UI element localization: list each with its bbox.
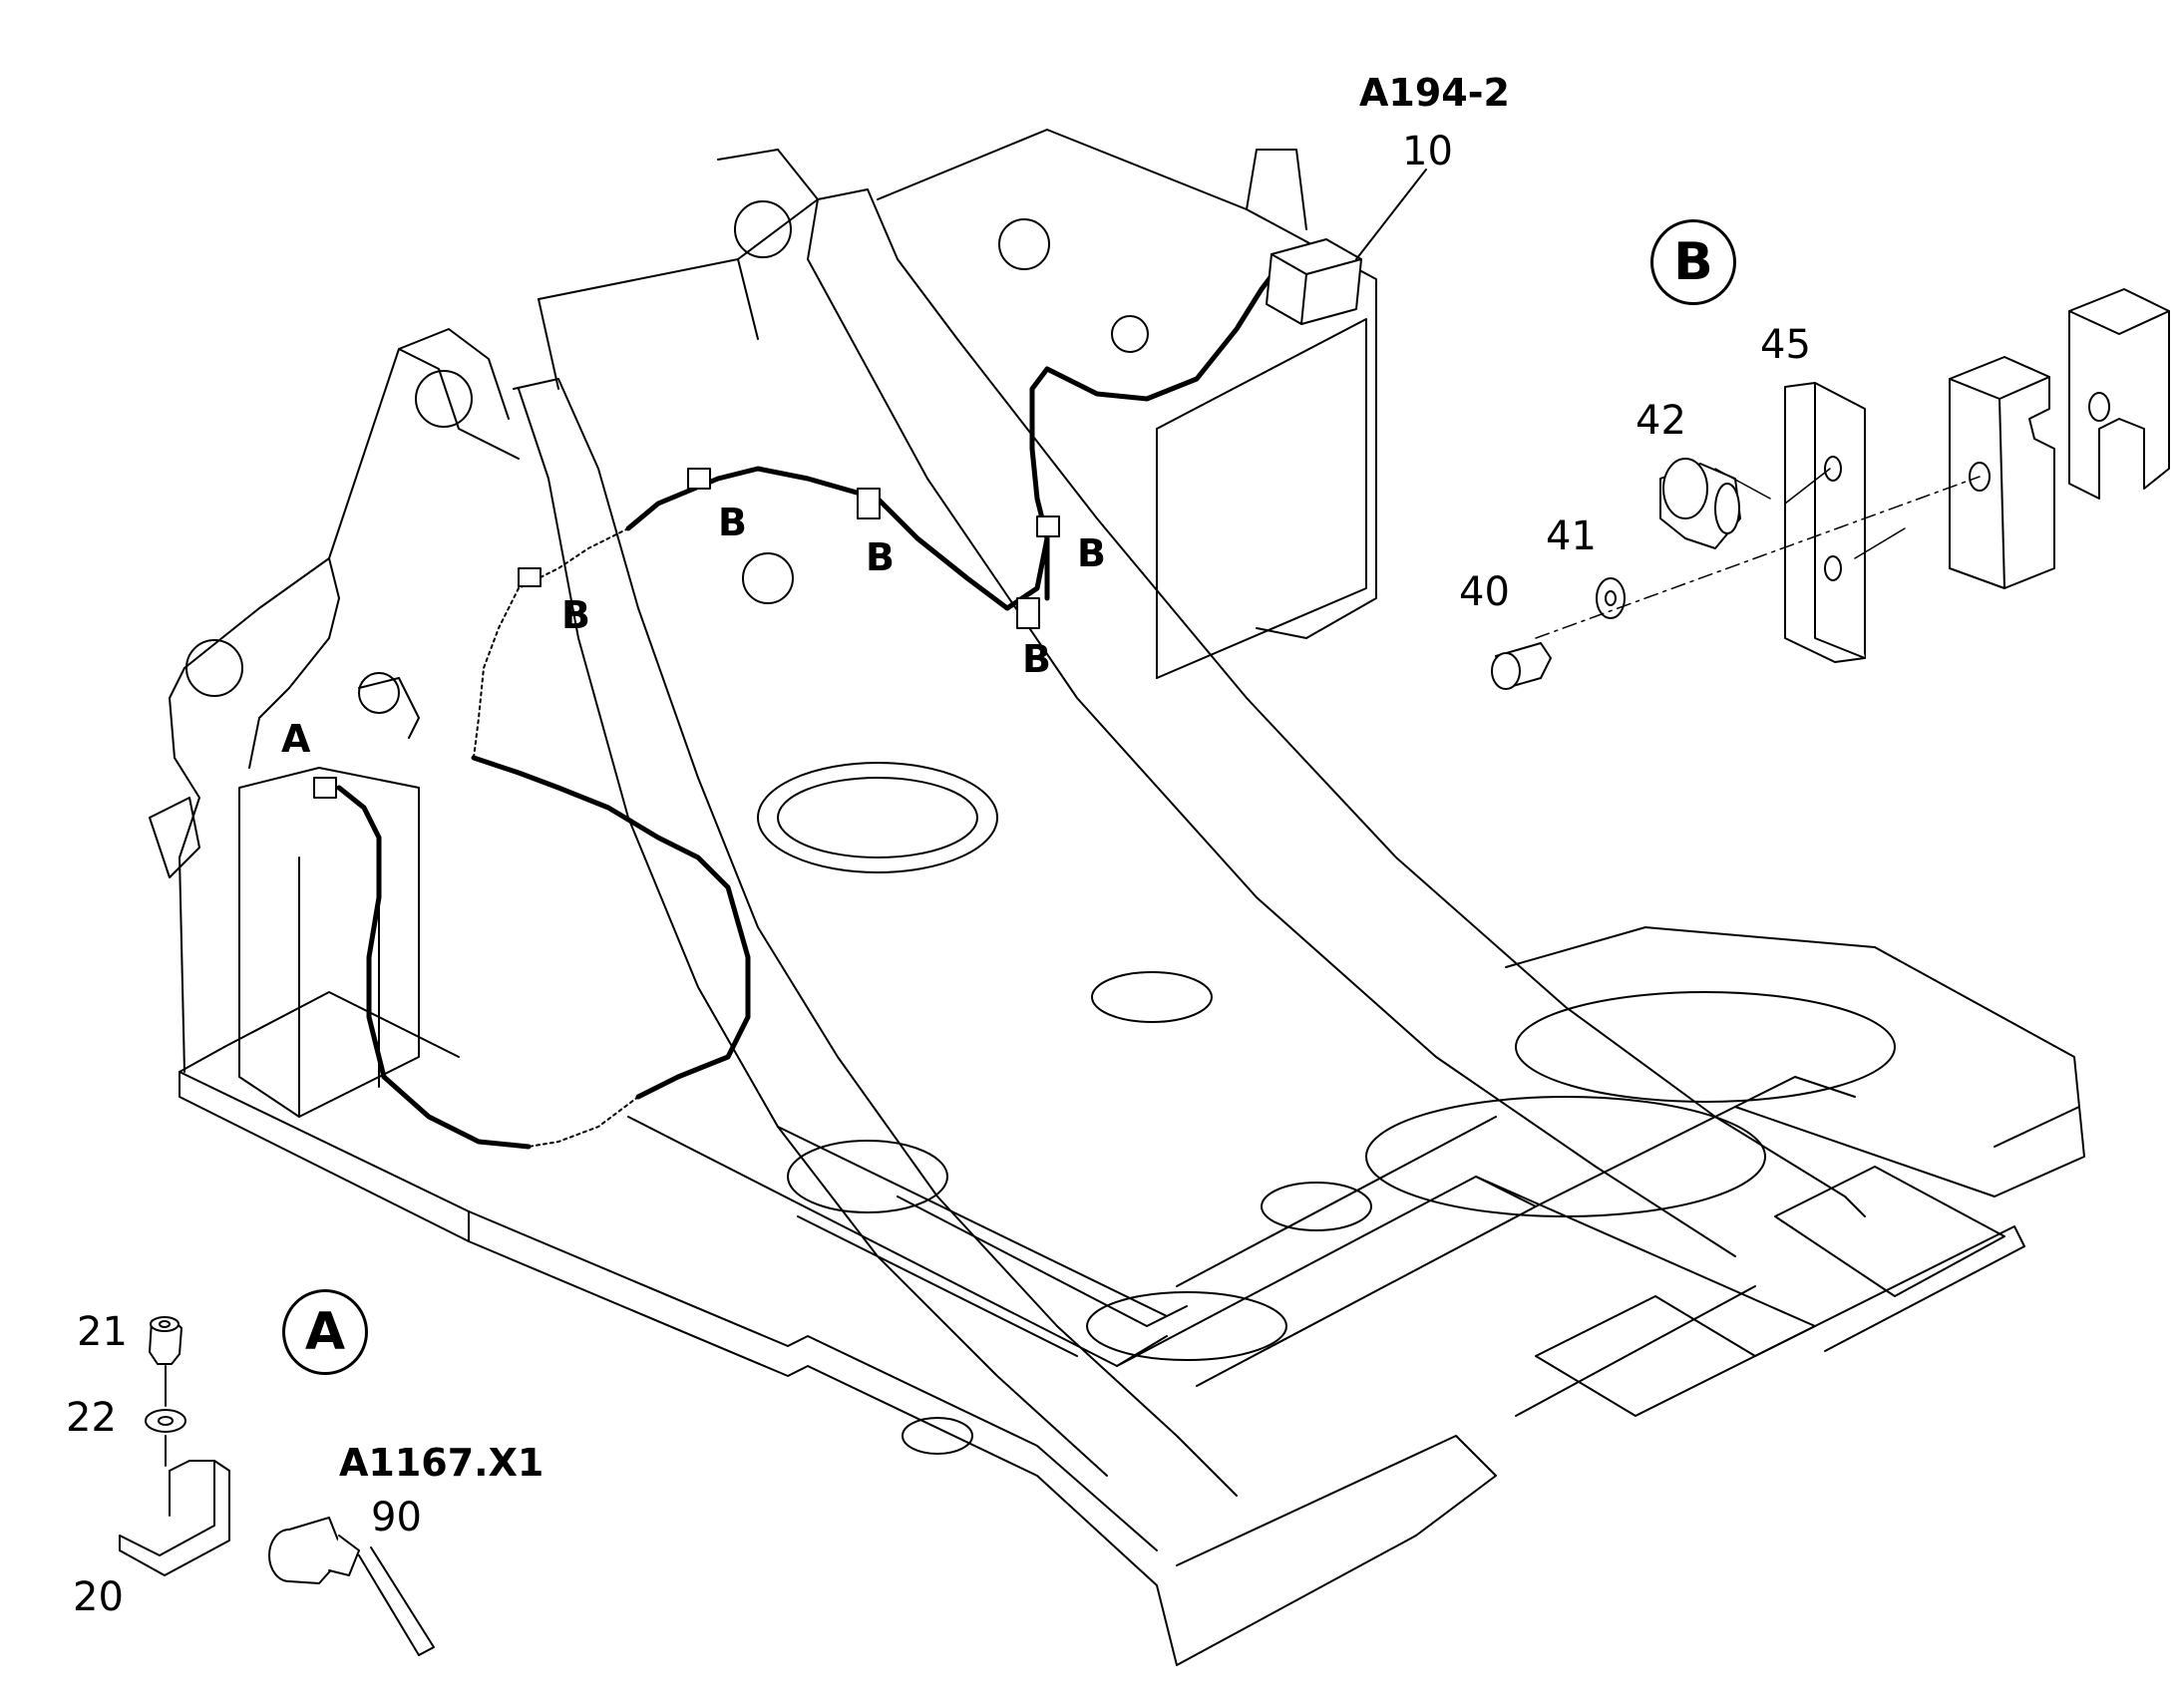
callout-90: 90 bbox=[371, 1495, 422, 1540]
component-code-a1167-x1: A1167.X1 bbox=[339, 1441, 545, 1485]
location-mark-b: B bbox=[1077, 531, 1106, 575]
sensor-a194-2 bbox=[1266, 169, 1427, 325]
detail-view-a-marker: A bbox=[282, 1289, 368, 1375]
callout-10: 10 bbox=[1402, 129, 1453, 174]
cable-clips bbox=[313, 468, 1060, 799]
detail-b-axis bbox=[1535, 476, 1981, 639]
cable-dotted bbox=[473, 527, 639, 1148]
location-mark-b: B bbox=[866, 535, 895, 579]
callout-40: 40 bbox=[1459, 569, 1510, 615]
location-mark-b: B bbox=[1022, 637, 1051, 681]
location-mark-a: A bbox=[281, 717, 311, 761]
component-code-a194-2: A194-2 bbox=[1359, 71, 1510, 115]
detail-view-a-label: A bbox=[304, 1302, 346, 1362]
detail-view-b-marker: B bbox=[1650, 219, 1736, 305]
callout-21: 21 bbox=[77, 1309, 128, 1355]
detail-a-parts bbox=[119, 1316, 435, 1656]
detail-b-parts bbox=[1491, 288, 2170, 690]
location-mark-b: B bbox=[561, 593, 590, 637]
callout-42: 42 bbox=[1635, 398, 1686, 444]
detail-view-b-label: B bbox=[1673, 232, 1713, 292]
callout-45: 45 bbox=[1760, 322, 1811, 368]
callout-22: 22 bbox=[66, 1395, 117, 1441]
callout-41: 41 bbox=[1546, 513, 1597, 559]
location-mark-b: B bbox=[718, 501, 747, 544]
leader-lines bbox=[1714, 468, 1906, 559]
callout-20: 20 bbox=[73, 1574, 124, 1620]
frame-outline bbox=[149, 129, 2085, 1666]
